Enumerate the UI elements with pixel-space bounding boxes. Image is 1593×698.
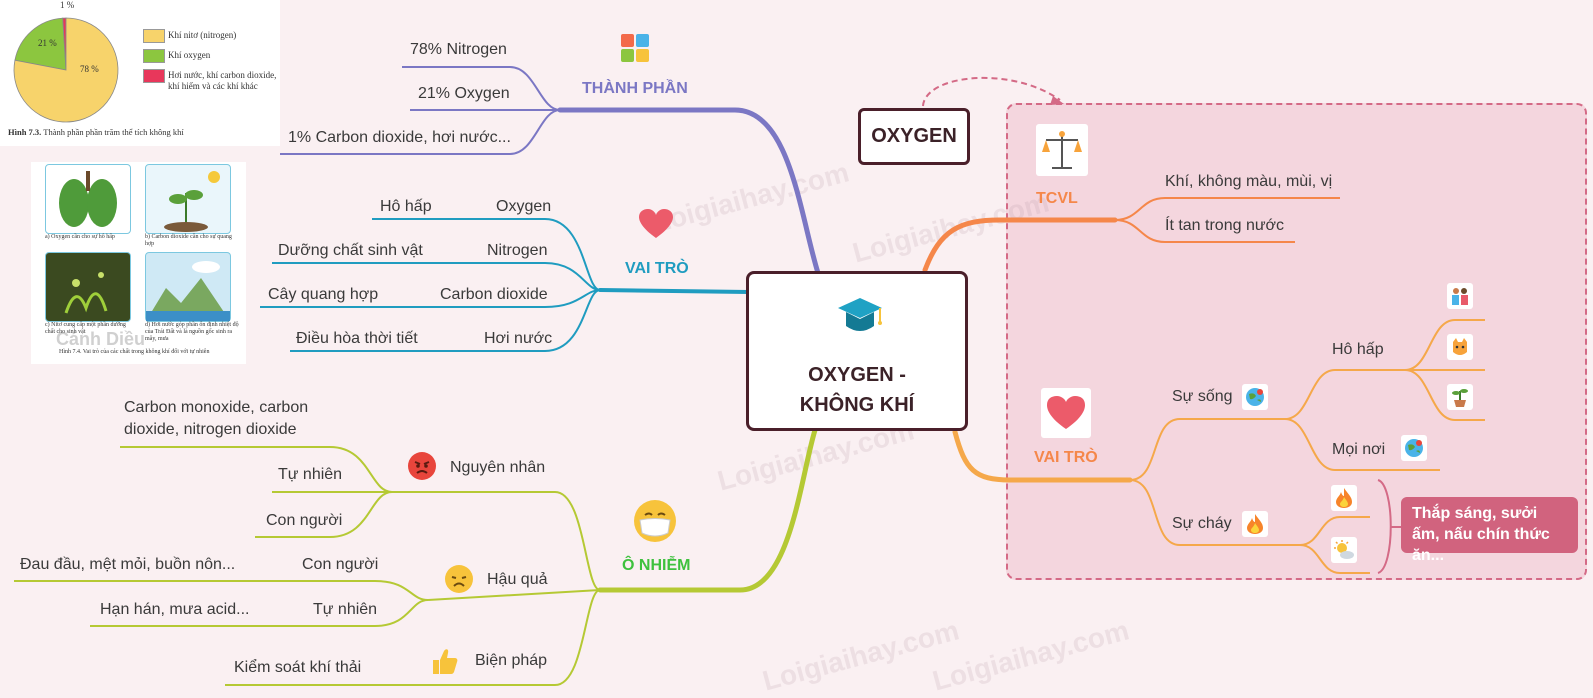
fire-uses-box: Thắp sáng, sưởi ấm, nấu chín thức ăn... [1401,497,1578,564]
legend-nitrogen: Khí nitơ (nitrogen) [168,30,237,40]
pie-caption: Hình 7.3. Thành phần phần trăm thể tích … [8,127,184,137]
component-oxygen: 21% Oxygen [418,85,510,102]
photo-caption-c: c) Nitơ cung cấp một phần dưỡng chất cho… [45,322,126,335]
central-title: OXYGEN - KHÔNG KHÍ [799,364,915,416]
pie-chart-figure: 1 % 21 % 78 % Khí nitơ (nitrogen) Khí ox… [0,0,280,146]
oxygen-topic-box[interactable]: OXYGEN [858,108,970,165]
gas-oxygen: Oxygen [496,198,552,215]
gas-hoi-nuoc: Hơi nước [484,330,553,347]
cat-icon [1447,334,1473,360]
effect-source-natural: Tự nhiên [313,601,378,618]
thumbs-up-icon [430,646,458,676]
legend-swatch-nitrogen [143,29,165,43]
cause-human: Con người [266,512,343,529]
heart-icon [1041,388,1091,438]
angry-face-icon [408,452,436,480]
earth-pin-icon [1242,384,1268,410]
cause-gases-line2: dioxide, nitrogen dioxide [124,421,297,438]
photo-bottom-caption: Hình 7.4. Vai trò của các chất trong khô… [59,349,210,355]
role-photo-figure: a) Oxygen cần cho sự hô hấp b) Carbon di… [31,162,246,364]
pie-chart [13,17,119,123]
nitrogen-image [45,252,131,322]
bien-phap-label: Biện pháp [475,652,548,669]
branch-label-vai-tro-left: VAI TRÒ [625,260,689,277]
mask-face-icon [634,500,676,542]
central-topic[interactable]: OXYGEN - KHÔNG KHÍ [746,271,968,431]
role-su-chay: Sự cháy [1172,515,1232,532]
gas-carbon-dioxide: Carbon dioxide [440,286,548,303]
sun-cloud-icon [1331,537,1357,563]
family-icon [1447,283,1473,309]
graduation-cap-icon [836,296,884,338]
branch-label-thanh-phan: THÀNH PHẦN [582,80,688,97]
lungs-image [45,164,131,234]
plant-image [145,164,231,234]
property-colorless: Khí, không màu, mùi, vị [1165,173,1333,190]
role-ho-hap: Hô hấp [380,198,432,215]
heart-icon [638,208,674,240]
pie-slice [14,17,67,71]
photo-caption-b: b) Carbon dioxide cần cho sự quang hợp [145,234,232,247]
tired-face-icon [445,565,473,593]
role-su-song: Sự sống [1172,388,1233,405]
legend-oxygen: Khí oxygen [168,50,211,60]
puzzle-icon [620,33,650,63]
legend-other-2: khí hiếm và các khí khác [168,81,258,91]
branch-label-vai-tro-right: VAI TRÒ [1034,449,1098,466]
role-moi-noi: Mọi nơi [1332,441,1386,458]
balance-scale-icon [1036,124,1088,176]
property-solubility: Ít tan trong nước [1165,217,1285,234]
legend-swatch-other [143,69,165,83]
role-ho-hap-right: Hô hấp [1332,341,1384,358]
plant-pot-icon [1447,384,1473,410]
pie-label-1: 1 % [60,0,75,10]
effect-health: Đau đầu, mệt mỏi, buồn nôn... [20,556,236,573]
fire-icon [1331,485,1357,511]
legend-other-1: Hơi nước, khí carbon dioxide, [168,70,277,80]
measure-emission-control: Kiểm soát khí thải [234,659,362,676]
photo-caption-a: a) Oxygen cần cho sự hô hấp [45,234,115,240]
role-duong-chat: Dưỡng chất sinh vật [278,242,423,259]
effect-weather: Hạn hán, mưa acid... [100,601,250,618]
hau-qua-label: Hậu quả [487,571,548,588]
branch-label-tcvl: TCVL [1036,190,1078,207]
effect-source-human: Con người [302,556,379,573]
pie-label-21: 21 % [38,38,57,48]
branch-label-o-nhiem: Ô NHIỄM [622,557,691,574]
pie-label-78: 78 % [80,64,99,74]
canh-dieu-watermark: Cánh Diều [56,329,146,349]
photo-caption-d: d) Hơi nước góp phần ổn định nhiệt độ củ… [145,322,239,342]
role-quang-hop: Cây quang hợp [268,286,379,303]
fire-icon [1242,511,1268,537]
component-other: 1% Carbon dioxide, hơi nước... [288,129,511,146]
component-nitrogen: 78% Nitrogen [410,41,507,58]
role-dieu-hoa: Điều hòa thời tiết [296,330,418,347]
pie-slice [13,17,119,123]
water-cycle-image [145,252,231,322]
nguyen-nhan-label: Nguyên nhân [450,459,546,476]
legend-swatch-oxygen [143,49,165,63]
gas-nitrogen: Nitrogen [487,242,548,259]
cause-natural: Tự nhiên [278,466,343,483]
cause-gases-line1: Carbon monoxide, carbon [124,399,309,416]
earth-pin-icon [1401,435,1427,461]
